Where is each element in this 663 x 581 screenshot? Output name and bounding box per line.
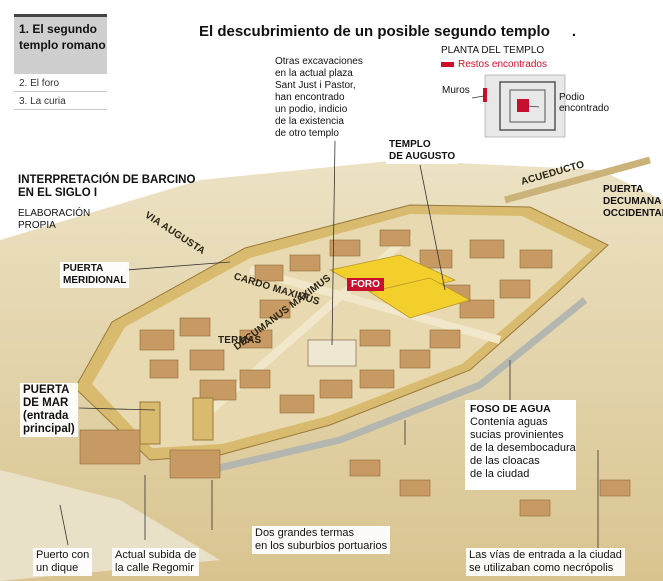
gate-tower: [139, 401, 161, 445]
page-title: El descubrimiento de un posible segundo …: [199, 23, 577, 40]
tab-label-line2: templo romano: [19, 38, 106, 52]
tab-foro[interactable]: 2. El foro: [14, 75, 107, 92]
cardo-road: [248, 266, 502, 344]
foso-title: FOSO DE AGUA: [470, 403, 551, 415]
aqueduct: [504, 156, 651, 204]
gate-tower: [192, 397, 214, 441]
tab-label: 2. El foro: [19, 78, 60, 89]
plan-title: PLANTA DEL TEMPLO: [441, 45, 545, 56]
plan-muros: Muros: [442, 85, 470, 96]
label-termas: TERMAS: [218, 335, 262, 346]
tab-segundo-templo[interactable]: 1. El segundo templo romano: [14, 14, 107, 74]
leader-lines: [59, 95, 599, 550]
title-mark: .: [571, 23, 577, 40]
tab-label-line1: 1. El segundo: [19, 22, 98, 36]
moat: [209, 297, 588, 474]
label-foro: FORO: [347, 278, 384, 291]
suburb-buildings: [79, 429, 631, 517]
temple-plan-inset: [441, 62, 566, 138]
tab-curia[interactable]: 3. La curia: [14, 93, 107, 110]
tab-label: 3. La curia: [19, 96, 66, 107]
plan-legend: Restos encontrados: [458, 59, 547, 70]
